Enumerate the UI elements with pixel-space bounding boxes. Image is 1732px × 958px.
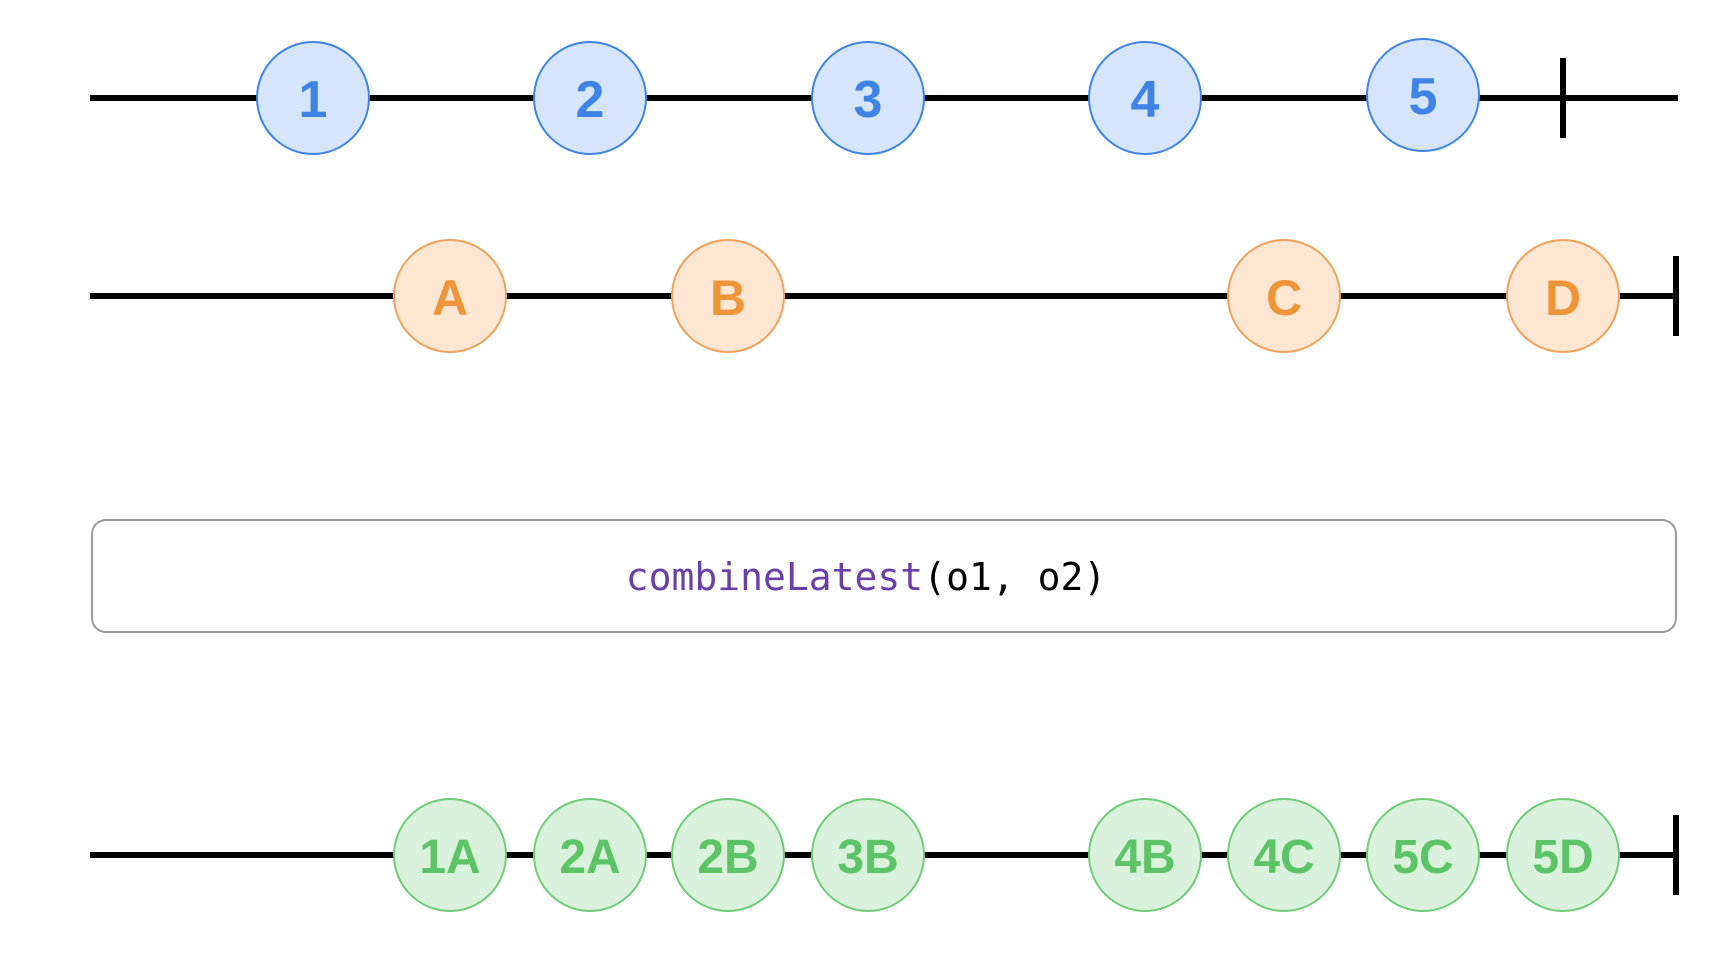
marble-result-2-label: 2B — [697, 831, 758, 884]
marble-result-0-label: 1A — [419, 831, 480, 884]
marble-o1-0-label: 1 — [299, 71, 328, 129]
operator-label: combineLatest(o1, o2) — [626, 555, 1106, 599]
marble-o2-0-label: A — [432, 270, 468, 326]
marble-o1-3-label: 4 — [1131, 71, 1160, 129]
marble-o1-4: 5 — [1366, 38, 1480, 152]
marble-o2-2-label: C — [1266, 270, 1302, 326]
marble-o1-0: 1 — [256, 41, 370, 155]
operator-arguments: (o1, o2) — [923, 555, 1106, 599]
marble-o1-3: 4 — [1088, 41, 1202, 155]
marble-o2-3-label: D — [1545, 270, 1581, 326]
marble-result-3-label: 3B — [837, 831, 898, 884]
marble-result-7-label: 5D — [1532, 831, 1593, 884]
marble-result-4: 4B — [1088, 798, 1202, 912]
marble-o2-0: A — [393, 239, 507, 353]
marble-result-4-label: 4B — [1114, 831, 1175, 884]
marble-result-5: 4C — [1227, 798, 1341, 912]
marble-o2-3: D — [1506, 239, 1620, 353]
marble-result-6-label: 5C — [1392, 831, 1453, 884]
operator-function-name: combineLatest — [626, 555, 923, 599]
marble-result-7: 5D — [1506, 798, 1620, 912]
marble-o2-1: B — [671, 239, 785, 353]
marble-result-1: 2A — [533, 798, 647, 912]
marble-o1-2: 3 — [811, 41, 925, 155]
marble-o1-1: 2 — [533, 41, 647, 155]
marble-o2-1-label: B — [710, 270, 746, 326]
marble-o1-4-label: 5 — [1409, 68, 1438, 126]
marble-o1-2-label: 3 — [854, 71, 883, 129]
marble-o2-2: C — [1227, 239, 1341, 353]
marble-o1-1-label: 2 — [576, 71, 605, 129]
marble-result-1-label: 2A — [559, 831, 620, 884]
marble-result-2: 2B — [671, 798, 785, 912]
operator-box — [91, 519, 1677, 633]
marble-result-0: 1A — [393, 798, 507, 912]
marble-result-3: 3B — [811, 798, 925, 912]
marble-result-5-label: 4C — [1253, 831, 1314, 884]
marble-result-6: 5C — [1366, 798, 1480, 912]
